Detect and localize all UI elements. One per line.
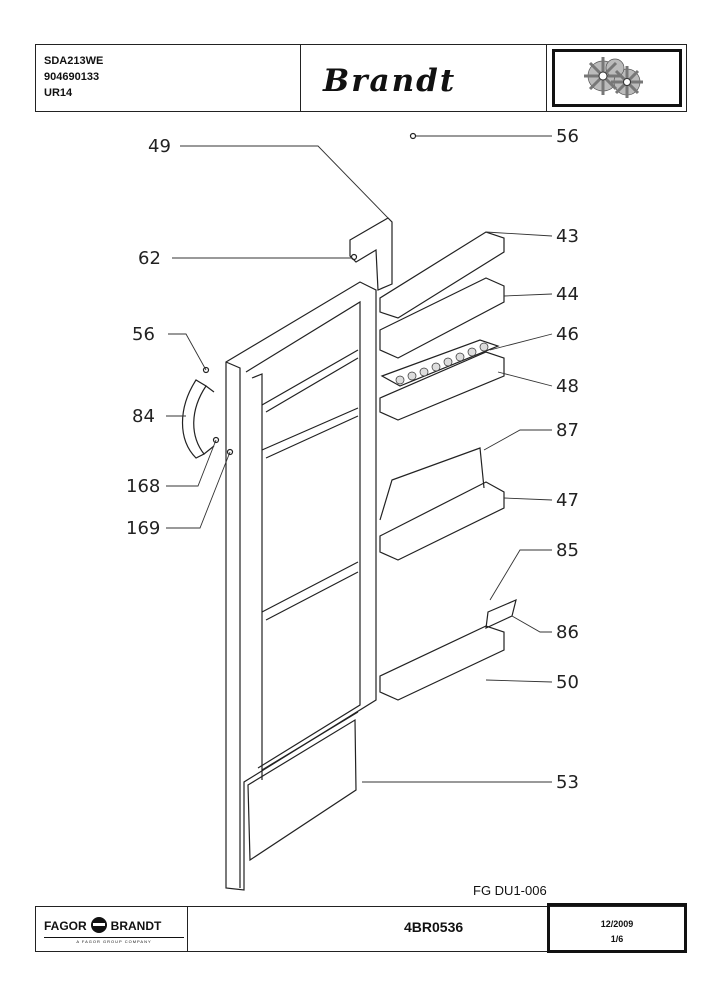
part-label: 56 — [132, 324, 155, 345]
company-name-right: BRANDT — [110, 919, 162, 933]
header-divider — [300, 44, 301, 112]
egg-tray-46 — [380, 339, 500, 387]
model-code: SDA213WE — [44, 55, 104, 67]
part-label: 84 — [132, 406, 155, 427]
bottle-shelf-50 — [379, 625, 505, 701]
date-page-box: 12/2009 1/6 — [547, 903, 687, 953]
part-label: 50 — [556, 672, 579, 693]
screw-62 — [350, 253, 358, 261]
part-label: 47 — [556, 490, 579, 511]
part-label: 87 — [556, 420, 579, 441]
part-label: 86 — [556, 622, 579, 643]
door-shelf-48 — [379, 351, 505, 421]
screw-169 — [226, 448, 234, 456]
footer-divider — [187, 906, 188, 952]
part-label: 48 — [556, 376, 579, 397]
company-subtitle: A FAGOR GROUP COMPANY — [44, 937, 184, 944]
part-label: 53 — [556, 772, 579, 793]
screw-56-top — [409, 132, 417, 140]
door-inner-liner — [245, 300, 361, 769]
door-front-edge — [225, 361, 241, 888]
header-divider — [546, 44, 547, 112]
door-shelf-47 — [379, 481, 505, 561]
door-bottom-panel — [247, 718, 357, 862]
door-handle — [181, 379, 207, 459]
part-label: 169 — [126, 518, 160, 539]
door-shelf-44 — [379, 277, 505, 359]
gears-icon — [584, 57, 643, 98]
part-label: 168 — [126, 476, 160, 497]
variant-code: UR14 — [44, 87, 73, 99]
leader-lines — [166, 135, 553, 783]
part-label: 46 — [556, 324, 579, 345]
fagor-logo-icon — [90, 917, 107, 933]
model-info: SDA213WE 904690133 UR14 — [44, 53, 103, 101]
gear-logo-box — [552, 49, 682, 107]
part-label: 56 — [556, 126, 579, 147]
product-code: 904690133 — [44, 71, 100, 83]
company-logo: FAGOR BRANDT — [44, 917, 161, 933]
part-label: 62 — [138, 248, 161, 269]
title-block-footer: FAGOR BRANDT A FAGOR GROUP COMPANY 4BR053… — [35, 903, 687, 953]
page-number: 1/6 — [610, 934, 624, 944]
part-label: 43 — [556, 226, 579, 247]
date: 12/2009 — [600, 919, 634, 929]
screw-56-handle — [202, 366, 210, 374]
reference-number: 4BR0536 — [404, 919, 464, 935]
part-label: 85 — [556, 540, 579, 561]
title-block-header: SDA213WE 904690133 UR14 Brandt — [35, 44, 687, 112]
brand-logo: Brandt — [323, 63, 457, 99]
drawing-code: FG DU1-006 — [473, 883, 547, 898]
part-label: 44 — [556, 284, 579, 305]
part-label: 49 — [148, 136, 171, 157]
screw-168 — [212, 436, 220, 444]
company-name-left: FAGOR — [44, 919, 87, 933]
divider-87 — [379, 447, 485, 521]
egg-cups — [395, 342, 489, 385]
